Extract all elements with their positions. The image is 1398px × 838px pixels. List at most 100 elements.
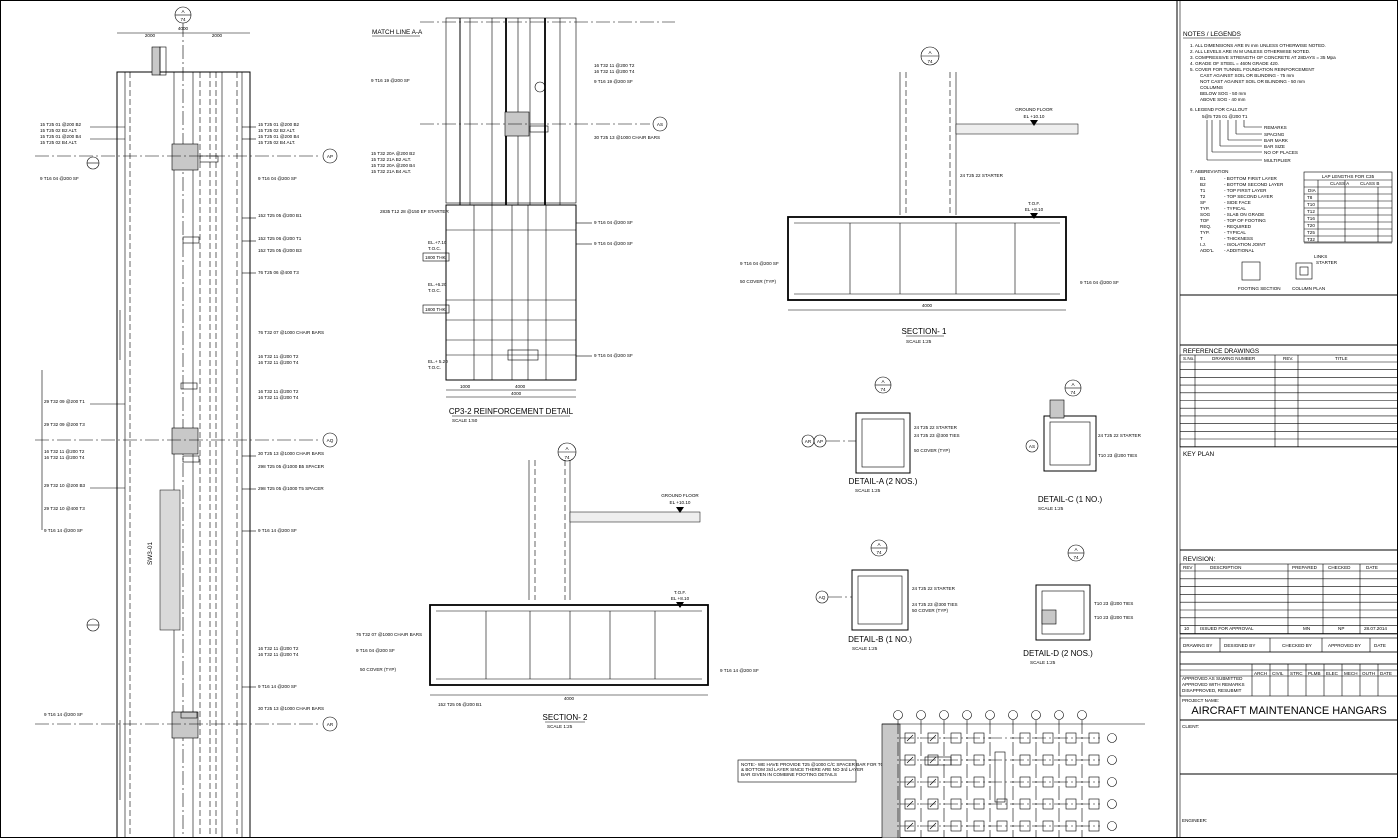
pile-cap bbox=[1042, 754, 1054, 766]
pile-grid-bubble bbox=[1107, 755, 1117, 765]
pile-cap bbox=[1065, 776, 1077, 788]
abbr-meaning: - TOP OF FOOTING bbox=[1224, 218, 1266, 223]
pile-grid-bubble bbox=[1077, 710, 1087, 720]
svg-text:T.O.C.: T.O.C. bbox=[428, 365, 441, 370]
pile-grid-bubble bbox=[985, 710, 995, 720]
pile-cap bbox=[927, 776, 939, 788]
section-1: A 74 GROUND FLOOR EL +10.10 T.O.F. EL +8… bbox=[740, 46, 1119, 344]
pile-cap bbox=[1042, 820, 1054, 832]
svg-text:50 COVER (TYP): 50 COVER (TYP) bbox=[914, 448, 950, 453]
svg-text:16 T32 11 @200 T4: 16 T32 11 @200 T4 bbox=[258, 652, 299, 657]
pile-cap-wide bbox=[924, 756, 952, 766]
svg-text:74: 74 bbox=[876, 550, 882, 555]
svg-text:3. COMPRESSIVE STRENGTH OF CON: 3. COMPRESSIVE STRENGTH OF CONCRETE AT 2… bbox=[1190, 55, 1336, 60]
svg-text:EL.+7.10: EL.+7.10 bbox=[428, 240, 447, 245]
svg-text:9 T16 04 @200 SF: 9 T16 04 @200 SF bbox=[356, 648, 395, 653]
svg-text:30 T25 13 @1000 CHAIR BARS: 30 T25 13 @1000 CHAIR BARS bbox=[594, 135, 660, 140]
svg-text:74: 74 bbox=[1070, 390, 1076, 395]
svg-text:REMARKS: REMARKS bbox=[1264, 125, 1287, 130]
column-plan-label: COLUMN PLAN bbox=[1292, 286, 1325, 291]
section-2: A 74 GROUND FLOOR EL +10.10 T.O.F. EL +8… bbox=[356, 442, 759, 729]
lap-length-table bbox=[1303, 171, 1393, 243]
svg-text:LINKS: LINKS bbox=[1314, 254, 1327, 259]
svg-text:REV: REV bbox=[1183, 565, 1193, 570]
svg-text:AS: AS bbox=[657, 122, 663, 127]
pile-grid-bubble bbox=[1107, 799, 1117, 809]
svg-text:ABOVE SOG - 40 mm: ABOVE SOG - 40 mm bbox=[1200, 97, 1246, 102]
svg-text:AR: AR bbox=[327, 722, 334, 727]
svg-text:76 T25 06 @400 T3: 76 T25 06 @400 T3 bbox=[258, 270, 299, 275]
svg-text:DISAPPROVED, RESUBMIT: DISAPPROVED, RESUBMIT bbox=[1182, 688, 1242, 693]
svg-text:EL +8.10: EL +8.10 bbox=[1025, 207, 1044, 212]
pile-cap bbox=[904, 820, 916, 832]
pile-grid-bubble bbox=[916, 710, 926, 720]
pile-cap-long bbox=[994, 751, 1006, 803]
project-name: AIRCRAFT MAINTENANCE HANGARS bbox=[1191, 705, 1386, 717]
svg-text:MN: MN bbox=[1303, 626, 1310, 631]
abbr-meaning: - TOP FIRST LAYER bbox=[1224, 188, 1267, 193]
svg-text:APPROVED WITH REMARKS: APPROVED WITH REMARKS bbox=[1182, 682, 1245, 687]
pile-cap bbox=[950, 732, 962, 744]
svg-text:9 T16 14 @200 SF: 9 T16 14 @200 SF bbox=[44, 712, 83, 717]
pile-cap bbox=[1042, 776, 1054, 788]
svg-text:24 T25 23 @300 TIES: 24 T25 23 @300 TIES bbox=[912, 602, 958, 607]
detail-a: A 74 AR AP 24 T25 22 STARTER 24 T25 23 @… bbox=[801, 376, 960, 493]
svg-text:DATE: DATE bbox=[1366, 565, 1378, 570]
abbr-code: ADD'L. bbox=[1200, 248, 1214, 253]
svg-text:BAR MARK: BAR MARK bbox=[1264, 138, 1289, 143]
svg-text:AS: AS bbox=[1029, 444, 1035, 449]
pile-cap bbox=[996, 820, 1008, 832]
svg-text:9 T16 04 @200 SF: 9 T16 04 @200 SF bbox=[1080, 280, 1119, 285]
section-2-footing bbox=[429, 604, 709, 686]
pile-cap bbox=[1088, 754, 1100, 766]
svg-text:SCALE 1:25: SCALE 1:25 bbox=[1030, 660, 1056, 665]
abbr-meaning: - TOP SECOND LAYER bbox=[1224, 194, 1274, 199]
svg-text:T.O.F.: T.O.F. bbox=[1028, 201, 1040, 206]
svg-text:2835 T12 28 @150 EF STARTER: 2835 T12 28 @150 EF STARTER bbox=[380, 209, 449, 214]
detail-c-title: DETAIL-C (1 NO.) bbox=[1038, 495, 1103, 504]
pile-cap bbox=[1019, 754, 1031, 766]
svg-text:CLASS B: CLASS B bbox=[1360, 181, 1379, 186]
svg-text:A: A bbox=[881, 379, 885, 384]
section-1-footing bbox=[787, 216, 1067, 301]
discipline-header: ARCH bbox=[1254, 671, 1267, 676]
svg-text:TITLE: TITLE bbox=[1335, 356, 1348, 361]
svg-text:AP: AP bbox=[817, 439, 823, 444]
title-block: NOTES / LEGENDS 1. ALL DIMENSIONS ARE IN… bbox=[1179, 31, 1398, 823]
svg-text:1000: 1000 bbox=[460, 384, 471, 389]
key-plan-title: KEY PLAN bbox=[1183, 451, 1215, 458]
svg-text:DIA: DIA bbox=[1308, 188, 1317, 193]
svg-text:50 COVER (TYP): 50 COVER (TYP) bbox=[360, 667, 396, 672]
svg-text:29 T32 09 @200 T3: 29 T32 09 @200 T3 bbox=[44, 422, 85, 427]
svg-text:DRAWING NUMBER: DRAWING NUMBER bbox=[1212, 356, 1256, 361]
pile-cap bbox=[927, 798, 939, 810]
svg-text:4000: 4000 bbox=[511, 391, 522, 396]
pile-cap bbox=[1019, 732, 1031, 744]
reference-drawings-title: REFERENCE DRAWINGS bbox=[1183, 348, 1259, 355]
svg-text:T.O.C.: T.O.C. bbox=[428, 288, 441, 293]
pile-grid-bubble bbox=[1107, 733, 1117, 743]
svg-text:SCALE 1:25: SCALE 1:25 bbox=[547, 724, 573, 729]
pile-cap bbox=[1019, 798, 1031, 810]
embed-plate-1 bbox=[171, 143, 199, 171]
pile-grid-bubble bbox=[1054, 710, 1064, 720]
abbr-code: T2 bbox=[1200, 194, 1206, 199]
svg-text:2. ALL LEVELS ARE IN M UNLESS: 2. ALL LEVELS ARE IN M UNLESS OTHERWISE … bbox=[1190, 49, 1310, 54]
pile-grid-bubble bbox=[962, 710, 972, 720]
discipline-header: CIVIL bbox=[1272, 671, 1284, 676]
abbr-code: B2 bbox=[1200, 182, 1206, 187]
svg-text:SCALE 1:25: SCALE 1:25 bbox=[1038, 506, 1064, 511]
abbr-meaning: - SLAB ON GRADE bbox=[1224, 212, 1264, 217]
svg-text:SCALE 1:50: SCALE 1:50 bbox=[452, 418, 478, 423]
svg-text:15 T25 01 @200 B2: 15 T25 01 @200 B2 bbox=[258, 122, 300, 127]
pile-cap bbox=[904, 754, 916, 766]
svg-text:9 T16 04 @200 SF: 9 T16 04 @200 SF bbox=[740, 261, 779, 266]
svg-text:A: A bbox=[1071, 382, 1075, 387]
detail-d: A 74 T10 23 @200 TIES T10 23 @200 TIES D… bbox=[1023, 544, 1133, 665]
pile-cap bbox=[973, 798, 985, 810]
abbr-meaning: - TYPICAL bbox=[1224, 230, 1246, 235]
svg-text:PREPARED: PREPARED bbox=[1292, 565, 1318, 570]
dimension-2000-left: 2000 bbox=[145, 33, 156, 38]
svg-text:16 T32 11 @200 T2: 16 T32 11 @200 T2 bbox=[258, 646, 299, 651]
svg-text:30 T25 13 @1000 CHAIR BARS: 30 T25 13 @1000 CHAIR BARS bbox=[258, 706, 324, 711]
